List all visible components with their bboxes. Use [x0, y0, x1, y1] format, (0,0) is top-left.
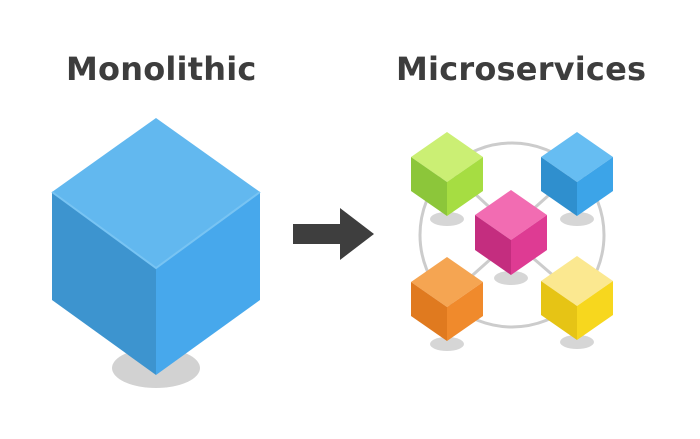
monolith-top-face — [52, 118, 260, 268]
pink-service-cube-icon — [475, 190, 547, 275]
microservices-title: Microservices — [396, 50, 647, 88]
orange-service-cube-icon — [411, 257, 483, 341]
arrow-shape — [293, 208, 374, 260]
blue-left — [541, 157, 577, 216]
monolithic-title: Monolithic — [66, 50, 257, 88]
network-ring — [418, 141, 606, 329]
monolith-cube-icon — [51, 118, 261, 388]
blue-right — [577, 157, 613, 216]
green-shadow — [430, 212, 464, 226]
yellow-service-cube-icon — [541, 256, 613, 340]
green-right — [447, 157, 483, 216]
microservices-network — [411, 132, 613, 351]
green-service-cube-icon — [411, 132, 483, 216]
yellow-shadow — [560, 335, 594, 349]
pink-shadow — [494, 271, 528, 285]
pink-left — [475, 215, 511, 275]
orange-shadow — [430, 337, 464, 351]
monolith-right-face — [156, 192, 260, 375]
yellow-left — [541, 281, 577, 340]
monolith-left-face — [52, 192, 156, 375]
pink-right — [511, 215, 547, 275]
monolith-edge-highlight — [51, 191, 261, 270]
green-left — [411, 157, 447, 216]
orange-left — [411, 282, 447, 341]
blue-shadow — [560, 212, 594, 226]
yellow-right — [577, 281, 613, 340]
blue-service-cube-icon — [541, 132, 613, 216]
right-arrow-icon — [293, 208, 374, 260]
orange-right — [447, 282, 483, 341]
